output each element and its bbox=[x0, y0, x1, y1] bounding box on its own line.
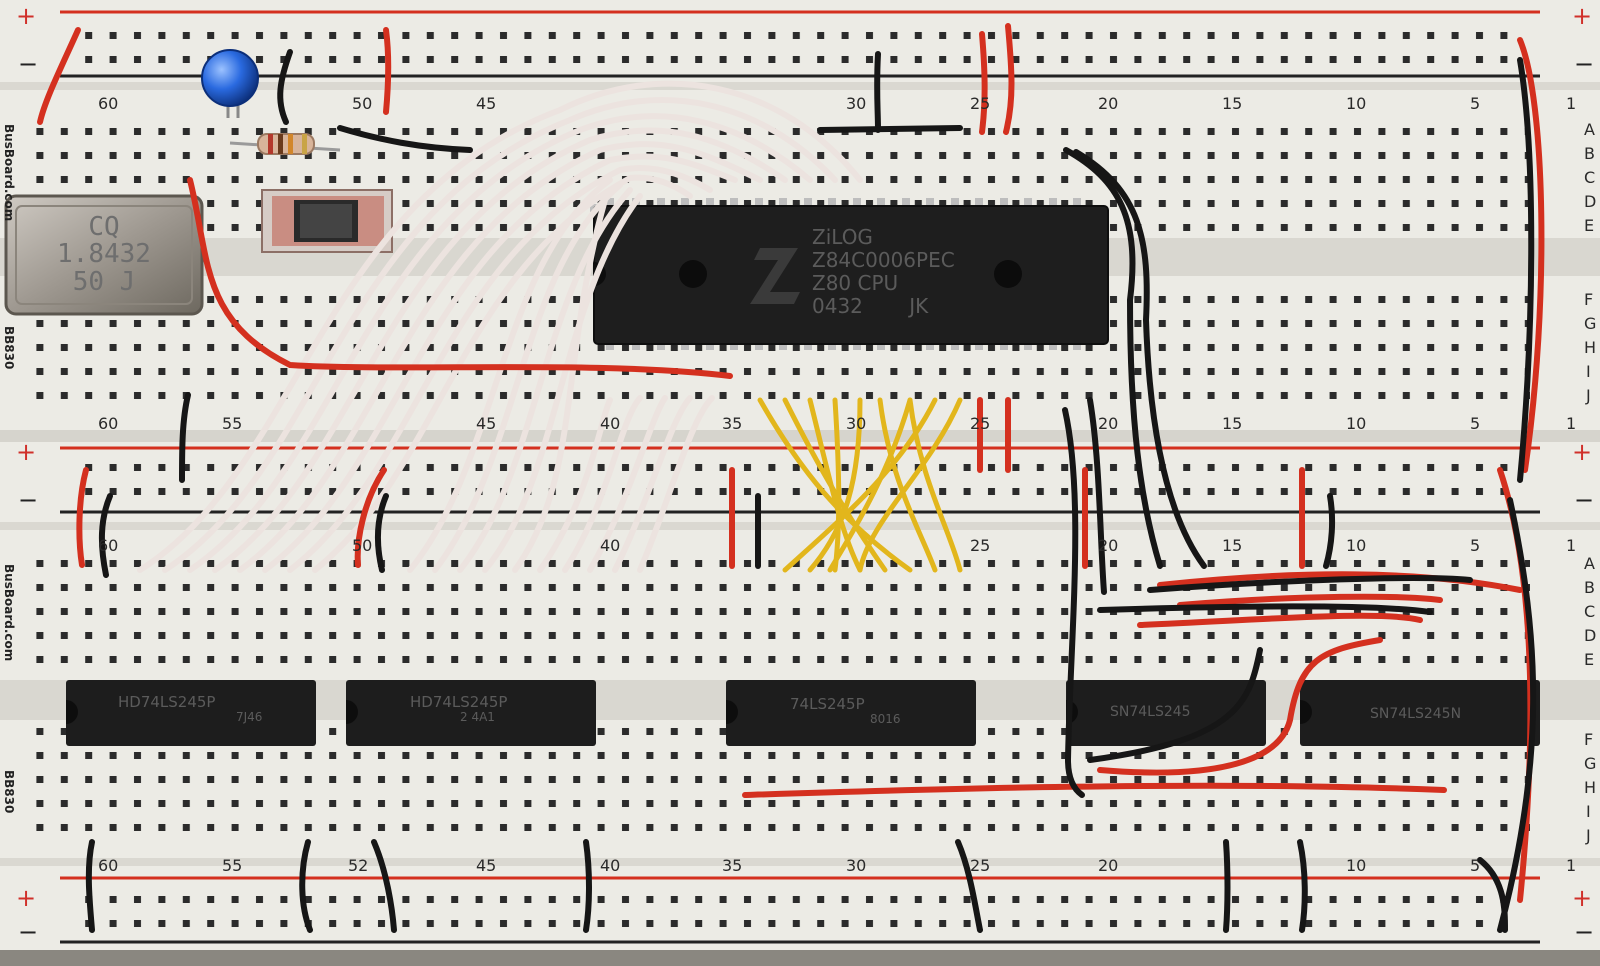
slide-switch-icon[interactable] bbox=[261, 189, 393, 253]
resistor-icon bbox=[229, 133, 341, 155]
chip-1 bbox=[66, 680, 316, 746]
crystal-oscillator-icon bbox=[4, 194, 204, 316]
separator bbox=[0, 858, 1600, 866]
yellow-wire-bundle bbox=[757, 397, 963, 573]
chip-4 bbox=[1066, 680, 1266, 746]
board-edge bbox=[0, 950, 1600, 966]
chip-5 bbox=[1300, 680, 1540, 746]
chip-2 bbox=[346, 680, 596, 746]
z80-cpu-chip bbox=[590, 198, 1109, 350]
white-wire-bundle bbox=[137, 80, 863, 573]
separator bbox=[0, 522, 1600, 530]
blue-led-icon bbox=[201, 49, 259, 118]
black-wire-group bbox=[85, 49, 1537, 933]
rail-holes bbox=[80, 20, 1520, 68]
rail-holes bbox=[80, 882, 1520, 930]
zilog-logo-icon bbox=[750, 248, 800, 304]
chip-3 bbox=[726, 680, 976, 746]
separator bbox=[0, 82, 1600, 90]
